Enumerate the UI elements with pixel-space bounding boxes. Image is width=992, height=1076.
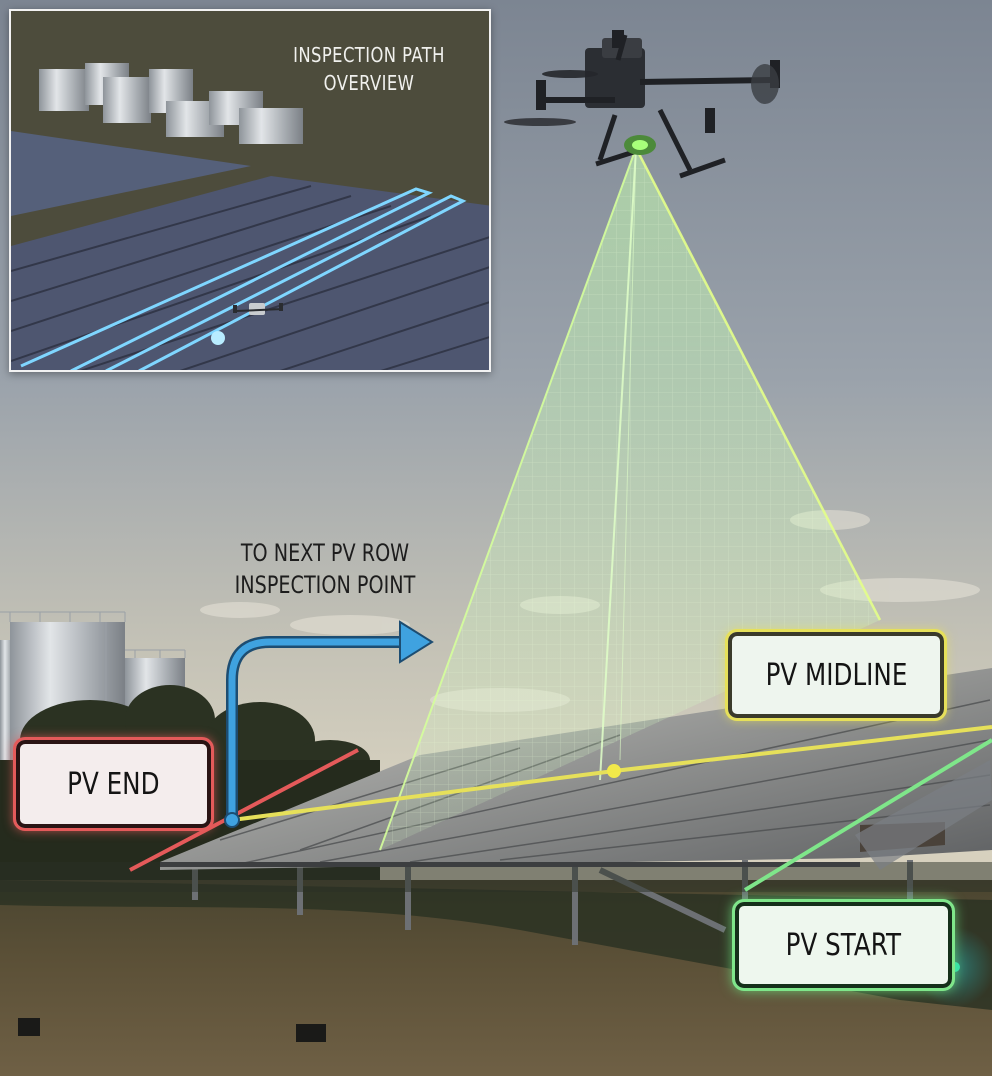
inset-title-line1: INSPECTION PATH [293, 43, 445, 67]
inspection-drone [504, 30, 780, 179]
inset-storage-tanks [39, 63, 303, 144]
pv-start-label: PV START [785, 927, 902, 963]
pv-end-label: PV END [67, 766, 160, 802]
inspection-path-overview-inset: INSPECTION PATH OVERVIEW [9, 9, 491, 372]
pv-end-line [129, 748, 359, 872]
next-row-arrow [224, 620, 434, 828]
pv-start-line [743, 738, 992, 892]
inset-aerial-map [11, 11, 489, 370]
next-row-label-line2: INSPECTION POINT [234, 571, 416, 599]
next-row-label: TO NEXT PV ROW INSPECTION POINT [205, 537, 445, 601]
next-row-label-line1: TO NEXT PV ROW [240, 539, 410, 567]
pv-start-tag: PV START [732, 899, 955, 991]
pv-midline-label: PV MIDLINE [765, 657, 907, 693]
pv-end-tag: PV END [13, 737, 214, 831]
inset-drone [233, 303, 284, 315]
pv-midline-tag: PV MIDLINE [725, 629, 947, 721]
inset-title: INSPECTION PATH OVERVIEW [287, 41, 451, 97]
midline-marker [607, 764, 621, 778]
inset-inspection-path [20, 187, 467, 370]
inset-title-line2: OVERVIEW [323, 71, 415, 95]
